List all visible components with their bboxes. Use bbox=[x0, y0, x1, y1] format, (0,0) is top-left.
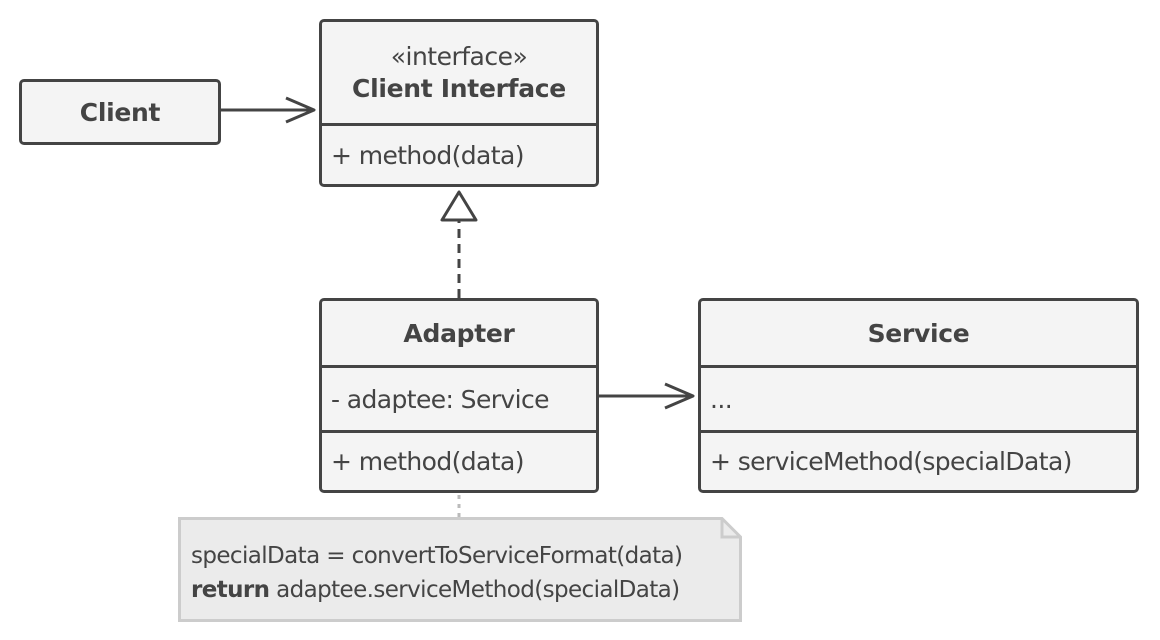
client-interface-methods: + method(data) bbox=[322, 123, 596, 184]
adapter-method-note: specialData = convertToServiceFormat(dat… bbox=[178, 517, 742, 622]
adapter-to-service-arrowhead bbox=[664, 382, 695, 410]
service-name: Service bbox=[867, 318, 970, 348]
service-methods: + serviceMethod(specialData) bbox=[701, 430, 1136, 490]
realization-arrowhead bbox=[440, 190, 478, 222]
service-header: Service bbox=[701, 301, 1136, 365]
note-shape bbox=[178, 517, 742, 622]
client-name: Client bbox=[79, 97, 161, 127]
client-interface-method: + method(data) bbox=[331, 140, 524, 170]
adapter-field: - adaptee: Service bbox=[331, 384, 549, 414]
client-interface-class: «interface» Client Interface + method(da… bbox=[319, 19, 599, 187]
service-fields: ... bbox=[701, 365, 1136, 430]
note-line-2-rest: adaptee.serviceMethod(specialData) bbox=[269, 577, 680, 603]
client-interface-name: Client Interface bbox=[352, 73, 566, 103]
client-interface-stereotype: «interface» bbox=[390, 42, 528, 72]
client-class: Client bbox=[19, 79, 221, 145]
adapter-class: Adapter - adaptee: Service + method(data… bbox=[319, 298, 599, 493]
client-header: Client bbox=[22, 82, 218, 142]
adapter-name: Adapter bbox=[403, 318, 515, 348]
adapter-methods: + method(data) bbox=[322, 430, 596, 490]
adapter-header: Adapter bbox=[322, 301, 596, 365]
service-field: ... bbox=[710, 384, 733, 414]
service-method: + serviceMethod(specialData) bbox=[710, 447, 1072, 476]
note-text: specialData = convertToServiceFormat(dat… bbox=[191, 539, 683, 607]
client-interface-header: «interface» Client Interface bbox=[322, 22, 596, 123]
service-class: Service ... + serviceMethod(specialData) bbox=[698, 298, 1139, 493]
adapter-fields: - adaptee: Service bbox=[322, 365, 596, 430]
note-line-2: return adaptee.serviceMethod(specialData… bbox=[191, 573, 682, 607]
client-to-interface-arrowhead bbox=[285, 96, 316, 124]
adapter-method: + method(data) bbox=[331, 447, 524, 476]
note-return-keyword: return bbox=[191, 577, 270, 603]
note-line-1: specialData = convertToServiceFormat(dat… bbox=[191, 543, 683, 569]
